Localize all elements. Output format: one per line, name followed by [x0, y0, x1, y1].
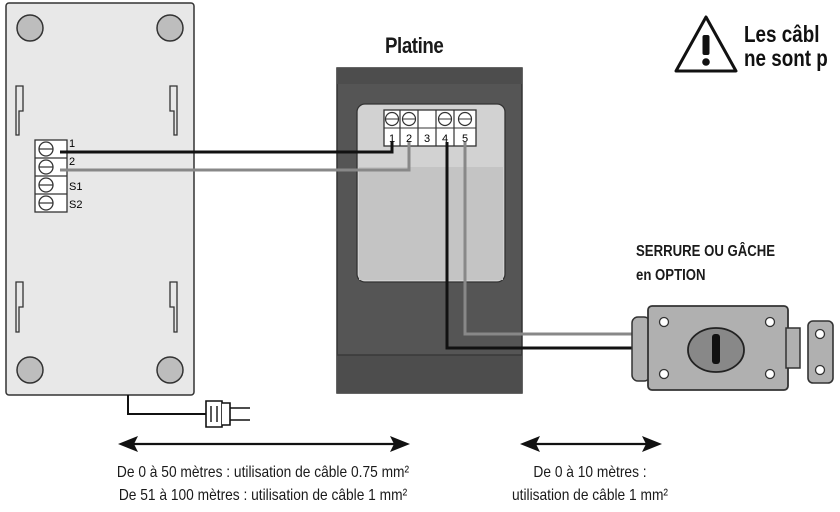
- wire-terminal-2: [60, 142, 411, 172]
- warning-line-2: ne sont p: [744, 45, 828, 71]
- mount-hole-top-right: [156, 14, 184, 42]
- panel-title: Platine: [385, 33, 444, 58]
- mount-slot: [169, 281, 178, 333]
- panel-terminal-label: 5: [462, 133, 468, 145]
- door-lock: [631, 305, 834, 391]
- mount-hole-bottom-right: [156, 356, 184, 384]
- monitor-terminal-label: 1: [69, 138, 75, 150]
- panel-terminal-label: 2: [406, 133, 412, 145]
- cable-spec-left: De 0 à 50 mètres : utilisation de câble …: [87, 461, 440, 507]
- mount-slot: [169, 85, 178, 136]
- cable-spec-left-line-1: De 0 à 50 mètres : utilisation de câble …: [116, 464, 410, 481]
- lock-option-label: SERRURE OU GÂCHE en OPTION: [636, 240, 775, 288]
- mount-slot: [15, 281, 24, 333]
- door-panel: 1 2 3 4 5: [336, 67, 523, 394]
- wire-lock-black: [445, 142, 640, 350]
- panel-terminal-label: 1: [389, 133, 395, 145]
- wire-terminal-1: [60, 142, 394, 154]
- distance-arrow-right: [520, 436, 662, 452]
- monitor-terminal-label: S1: [69, 181, 82, 193]
- distance-arrow-left: [118, 436, 410, 452]
- monitor-unit: 1 2 S1 S2: [5, 2, 250, 428]
- panel-screen-window: [359, 167, 503, 280]
- cable-spec-right-line-1: De 0 à 10 mètres :: [533, 464, 647, 481]
- monitor-terminal-label: S2: [69, 199, 82, 211]
- panel-terminal-block: 1 2 3 4 5: [383, 109, 477, 147]
- wire-lock-grey: [463, 142, 640, 336]
- panel-terminal-label: 4: [442, 133, 448, 145]
- mount-hole-bottom-left: [16, 356, 44, 384]
- warning-text: Les câbl ne sont p: [744, 22, 828, 70]
- mount-hole-top-left: [16, 14, 44, 42]
- warning-line-1: Les câbl: [744, 21, 820, 47]
- cable-spec-right: De 0 à 10 mètres : utilisation de câble …: [495, 461, 684, 507]
- power-plug: [127, 395, 250, 428]
- warning-icon: [674, 15, 738, 73]
- lock-option-line-2: en OPTION: [636, 267, 706, 284]
- cable-spec-left-line-2: De 51 à 100 mètres : utilisation de câbl…: [118, 487, 408, 504]
- cable-spec-right-line-2: utilisation de câble 1 mm²: [511, 487, 669, 504]
- mount-slot: [15, 85, 24, 136]
- strike-plate: [807, 320, 834, 384]
- monitor-terminal-label: 2: [69, 156, 75, 168]
- panel-terminal-label: 3: [424, 133, 430, 145]
- lock-option-line-1: SERRURE OU GÂCHE: [636, 243, 776, 260]
